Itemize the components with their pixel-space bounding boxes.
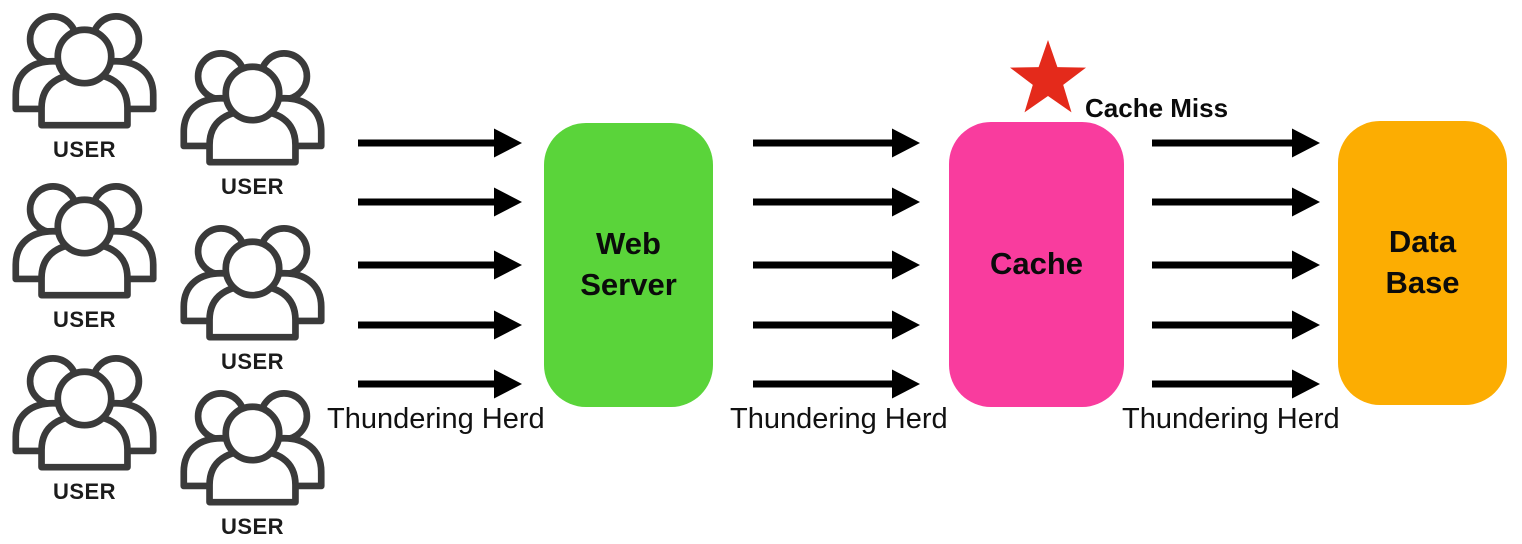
arrow-group-cache-to-database: [1152, 128, 1320, 399]
star-shape: [1010, 40, 1086, 113]
user-group-5: USER: [8, 345, 161, 505]
arrow-group-users-to-webserver: [358, 128, 522, 399]
user-label: USER: [220, 349, 285, 374]
user-group-4: USER: [176, 215, 329, 375]
thundering-herd-label-1: Thundering Herd: [327, 403, 545, 435]
user-group-2: USER: [176, 40, 329, 200]
thundering-herd-label-3: Thundering Herd: [1122, 403, 1340, 435]
cache-node: Cache: [949, 122, 1124, 407]
user-group-1: USER: [8, 3, 161, 163]
star-icon: [1010, 40, 1086, 113]
user-label: USER: [52, 479, 117, 504]
users-group-icon: [176, 380, 329, 506]
user-group-6: USER: [176, 380, 329, 540]
cache-miss-label: Cache Miss: [1085, 93, 1229, 123]
users-group-icon: [176, 215, 329, 341]
arrow-group-webserver-to-cache: [753, 128, 920, 399]
users-group-icon: [8, 3, 161, 129]
user-label: USER: [220, 174, 285, 199]
database-node: Data Base: [1338, 121, 1507, 405]
web-server-label: Web Server: [580, 226, 677, 302]
user-label: USER: [52, 137, 117, 162]
users-group-icon: [176, 40, 329, 166]
database-label: Data Base: [1385, 224, 1460, 300]
user-group-3: USER: [8, 173, 161, 333]
users-group-icon: [8, 173, 161, 299]
user-label: USER: [220, 514, 285, 539]
thundering-herd-label-2: Thundering Herd: [730, 403, 948, 435]
users-group-icon: [8, 345, 161, 471]
web-server-node: Web Server: [544, 123, 713, 407]
user-label: USER: [52, 307, 117, 332]
cache-label: Cache: [989, 246, 1084, 282]
